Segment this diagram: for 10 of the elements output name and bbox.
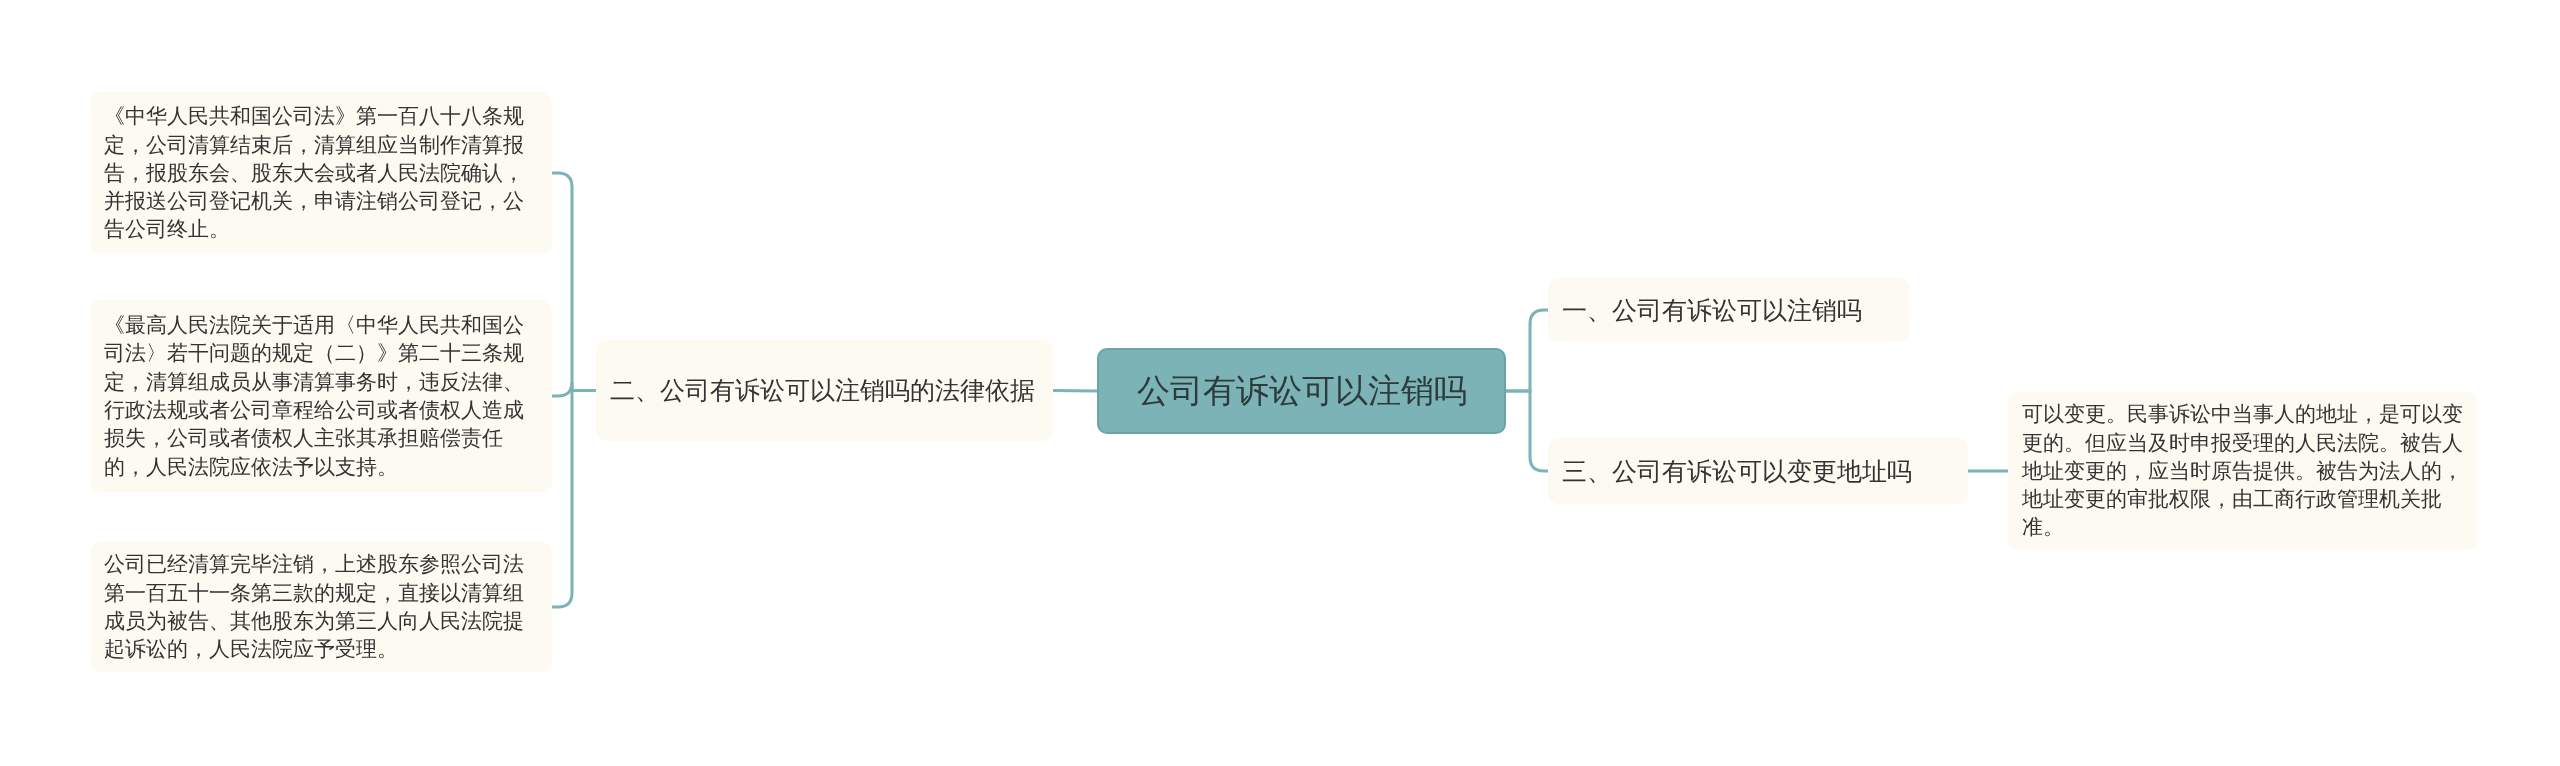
connector-line <box>1968 469 2008 473</box>
topic-box: 二、公司有诉讼可以注销吗的法律依据 <box>596 340 1053 441</box>
note-box: 可以变更。民事诉讼中当事人的地址，是可以变更的。但应当及时申报受理的人民法院。被告人地址变更的，应当时原告提供。被告为法人的，地址变更的审批权限，由工商行政管理机关批准。 <box>2008 392 2478 550</box>
connector-line <box>1053 389 1097 393</box>
topic-box: 三、公司有诉讼可以变更地址吗 <box>1548 438 1968 504</box>
note-box: 《最高人民法院关于适用〈中华人民共和国公司法〉若干问题的规定（二）》第二十三条规定，清算组成员从事清算事务时，违反法律、行政法规或者公司章程给公司或者债权人造成损失，公司或者债权人主张其承担赔偿责任的，人民法院应依法予以支持。 <box>90 300 552 492</box>
central-topic-box: 公司有诉讼可以注销吗 <box>1097 348 1506 434</box>
note-box: 公司已经清算完毕注销，上述股东参照公司法第一百五十一条第三款的规定，直接以清算组成员为被告、其他股东为第三人向人民法院提起诉讼的，人民法院应予受理。 <box>90 542 552 672</box>
note-box: 《中华人民共和国公司法》第一百八十八条规定，公司清算结束后，清算组应当制作清算报告，报股东会、股东大会或者人民法院确认，并报送公司登记机关，申请注销公司登记，公告公司终止。 <box>90 92 552 254</box>
topic-box: 一、公司有诉讼可以注销吗 <box>1548 278 1910 342</box>
